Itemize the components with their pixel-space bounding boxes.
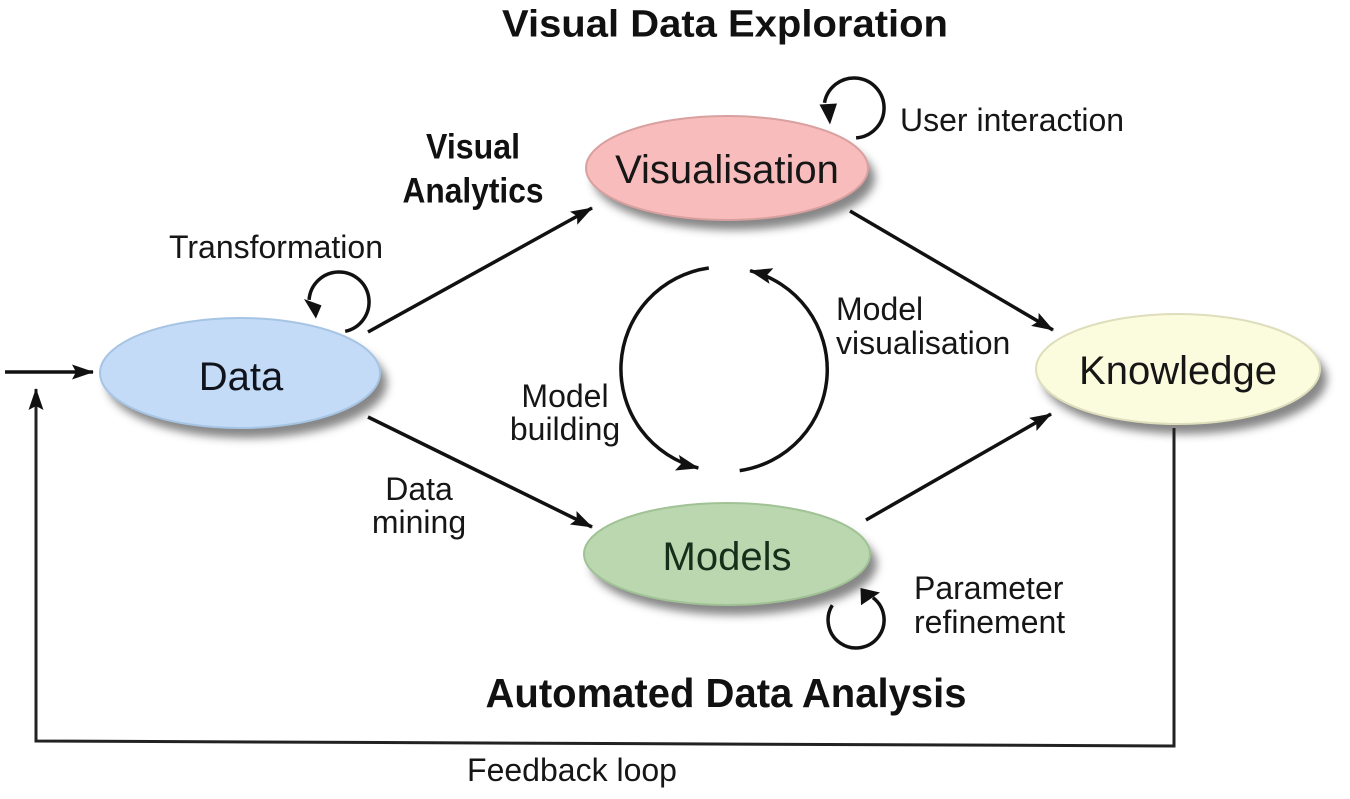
svg-text:refinement: refinement (914, 604, 1065, 640)
svg-text:Data: Data (199, 355, 284, 399)
svg-text:Parameter: Parameter (914, 570, 1064, 606)
svg-text:Feedback loop: Feedback loop (467, 752, 677, 788)
svg-text:visualisation: visualisation (836, 325, 1010, 361)
svg-text:Model: Model (521, 378, 608, 414)
svg-text:Visual Data Exploration: Visual Data Exploration (502, 4, 948, 46)
svg-text:Visual: Visual (426, 128, 520, 167)
svg-text:Model: Model (836, 291, 923, 327)
svg-text:Visualisation: Visualisation (615, 148, 839, 192)
svg-text:Transformation: Transformation (169, 229, 383, 265)
svg-text:Models: Models (663, 535, 792, 579)
svg-text:building: building (510, 411, 620, 447)
svg-text:Knowledge: Knowledge (1079, 349, 1277, 393)
svg-text:mining: mining (372, 504, 466, 540)
svg-text:Analytics: Analytics (403, 172, 544, 211)
svg-text:Data: Data (385, 471, 453, 507)
svg-text:Automated Data Analysis: Automated Data Analysis (486, 670, 967, 716)
svg-text:User interaction: User interaction (900, 102, 1124, 138)
